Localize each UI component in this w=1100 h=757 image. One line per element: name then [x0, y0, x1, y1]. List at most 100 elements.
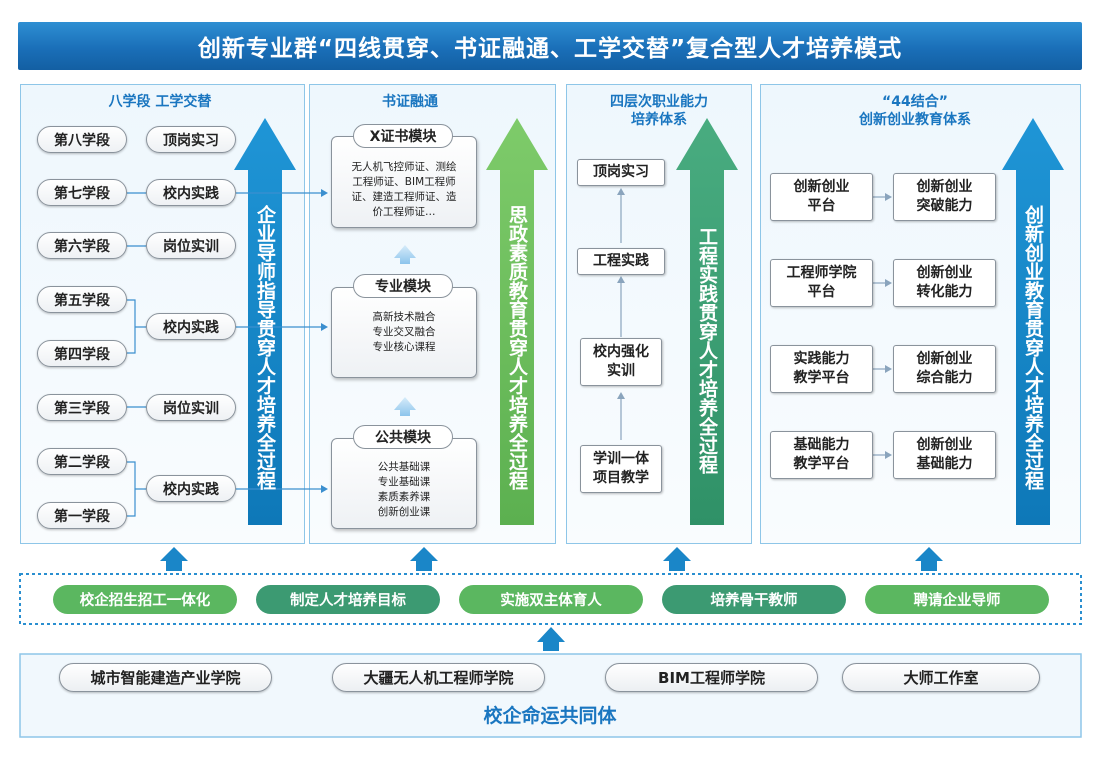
stage-8: 第八学段 — [37, 126, 127, 153]
level-top-internship: 顶岗实习 — [577, 159, 665, 186]
platform-engineer-institute: 工程师学院 平台 — [770, 259, 873, 307]
platform-line1: 基础能力 — [793, 437, 850, 453]
practice-4: 校内实践 — [146, 313, 236, 340]
module-item: 专业交叉融合 — [372, 326, 436, 338]
panel4-title: “44结合” 创新创业教育体系 — [830, 93, 1000, 129]
level-label-line2: 实训 — [607, 363, 635, 379]
up-arrow-3 — [663, 547, 691, 571]
stage-2: 第二学段 — [37, 448, 127, 475]
mechanism-training-goal: 制定人才培养目标 — [256, 585, 440, 614]
institute-master-studio: 大师工作室 — [842, 663, 1040, 692]
institute-dji-drone: 大疆无人机工程师学院 — [332, 663, 545, 692]
up-arrow-4 — [915, 547, 943, 571]
platform-innovation: 创新创业 平台 — [770, 173, 873, 221]
panel2-title: 书证融通 — [382, 94, 438, 110]
mechanism-dual-subject: 实施双主体育人 — [459, 585, 643, 614]
up-arrow-5 — [537, 627, 565, 651]
level-label-line1: 校内强化 — [593, 344, 649, 360]
platform-line1: 创新创业 — [793, 179, 850, 195]
community-label: 校企命运共同体 — [483, 705, 617, 727]
module-professional-title: 专业模块 — [353, 274, 453, 298]
institute-smart-construction: 城市智能建造产业学院 — [59, 663, 272, 692]
arrow-text-engineering: 工程实践贯穿人才培养全过程 — [696, 226, 718, 474]
panel3-title-line2: 培养体系 — [631, 112, 687, 128]
ability-comprehensive: 创新创业 综合能力 — [893, 345, 996, 393]
module-item: 价工程师证… — [372, 206, 436, 218]
module-item: 专业核心课程 — [372, 341, 436, 353]
practice-3: 岗位实训 — [146, 232, 236, 259]
stage-4: 第四学段 — [37, 340, 127, 367]
up-arrow-2 — [410, 547, 438, 571]
module-item: 无人机飞控师证、测绘 — [351, 161, 457, 173]
level-engineering-practice: 工程实践 — [577, 248, 665, 275]
platform-line2: 教学平台 — [793, 456, 850, 472]
level-label: 顶岗实习 — [593, 164, 649, 180]
module-x-cert-title: X证书模块 — [353, 124, 453, 148]
stage-5: 第五学段 — [37, 286, 127, 313]
module-item: 证、建造工程师证、造 — [351, 191, 457, 203]
level-label-line2: 项目教学 — [593, 470, 649, 486]
page-title: 创新专业群“四线贯穿、书证融通、工学交替”复合型人才培养模式 — [18, 22, 1082, 70]
institute-bim: BIM工程师学院 — [605, 663, 818, 692]
module-x-cert-items: 无人机飞控师证、测绘 工程师证、BIM工程师 证、建造工程师证、造 价工程师证… — [333, 160, 475, 220]
stage-1: 第一学段 — [37, 502, 127, 529]
module-item: 专业基础课 — [377, 476, 431, 488]
module-item: 高新技术融合 — [372, 311, 436, 323]
ability-line2: 转化能力 — [916, 284, 973, 300]
panel3-title: 四层次职业能力 培养体系 — [586, 93, 732, 129]
module-item: 公共基础课 — [377, 461, 431, 473]
ability-line2: 综合能力 — [916, 370, 973, 386]
module-public-items: 公共基础课 专业基础课 素质素养课 创新创业课 — [333, 460, 475, 520]
platform-line1: 实践能力 — [793, 351, 850, 367]
arrow-text-ideology: 思政素质教育贯穿人才培养全过程 — [506, 204, 528, 490]
module-professional — [331, 287, 477, 378]
platform-line2: 教学平台 — [793, 370, 850, 386]
level-campus-training: 校内强化 实训 — [580, 338, 662, 386]
mechanism-enterprise-mentors: 聘请企业导师 — [865, 585, 1049, 614]
module-x-cert — [331, 136, 477, 228]
module-item: 工程师证、BIM工程师 — [352, 176, 456, 188]
module-public — [331, 438, 477, 529]
mechanism-enrollment: 校企招生招工一体化 — [53, 585, 237, 614]
level-project-teaching: 学训一体 项目教学 — [580, 445, 662, 493]
platform-foundation: 基础能力 教学平台 — [770, 431, 873, 479]
process-arrow-blue-1 — [234, 118, 296, 525]
module-item: 创新创业课 — [377, 506, 431, 518]
panel3-title-line1: 四层次职业能力 — [610, 94, 708, 110]
platform-practice: 实践能力 教学平台 — [770, 345, 873, 393]
ability-breakthrough: 创新创业 突破能力 — [893, 173, 996, 221]
process-arrow-blue-2 — [1002, 118, 1064, 525]
ability-line1: 创新创业 — [916, 179, 973, 195]
process-arrow-teal — [676, 118, 738, 525]
practice-2: 校内实践 — [146, 179, 236, 206]
platform-line2: 平台 — [807, 284, 836, 300]
up-arrow-1 — [160, 547, 188, 571]
level-label-line1: 学训一体 — [593, 451, 649, 467]
ability-line2: 突破能力 — [916, 198, 973, 214]
ability-line1: 创新创业 — [916, 265, 973, 281]
practice-6: 校内实践 — [146, 475, 236, 502]
stage-3: 第三学段 — [37, 394, 127, 421]
stage-6: 第六学段 — [37, 232, 127, 259]
module-professional-items: 高新技术融合 专业交叉融合 专业核心课程 — [333, 310, 475, 355]
stage-7: 第七学段 — [37, 179, 127, 206]
ability-transformation: 创新创业 转化能力 — [893, 259, 996, 307]
module-public-title: 公共模块 — [353, 425, 453, 449]
platform-line2: 平台 — [807, 198, 836, 214]
ability-line1: 创新创业 — [916, 351, 973, 367]
practice-5: 岗位实训 — [146, 394, 236, 421]
process-arrow-green — [486, 118, 548, 525]
ability-line1: 创新创业 — [916, 437, 973, 453]
platform-line1: 工程师学院 — [786, 265, 857, 281]
practice-1: 顶岗实习 — [146, 126, 236, 153]
arrow-text-mentor: 企业导师指导贯穿人才培养全过程 — [254, 204, 276, 490]
panel1-title: 八学段 工学交替 — [108, 94, 212, 110]
ability-basic: 创新创业 基础能力 — [893, 431, 996, 479]
arrow-text-innovation: 创新创业教育贯穿人才培养全过程 — [1022, 204, 1044, 490]
level-label: 工程实践 — [593, 253, 649, 269]
mechanism-backbone-teachers: 培养骨干教师 — [662, 585, 846, 614]
panel4-title-line2: 创新创业教育体系 — [859, 112, 971, 128]
ability-line2: 基础能力 — [916, 456, 973, 472]
module-item: 素质素养课 — [377, 491, 431, 503]
panel4-title-line1: “44结合” — [882, 94, 948, 110]
